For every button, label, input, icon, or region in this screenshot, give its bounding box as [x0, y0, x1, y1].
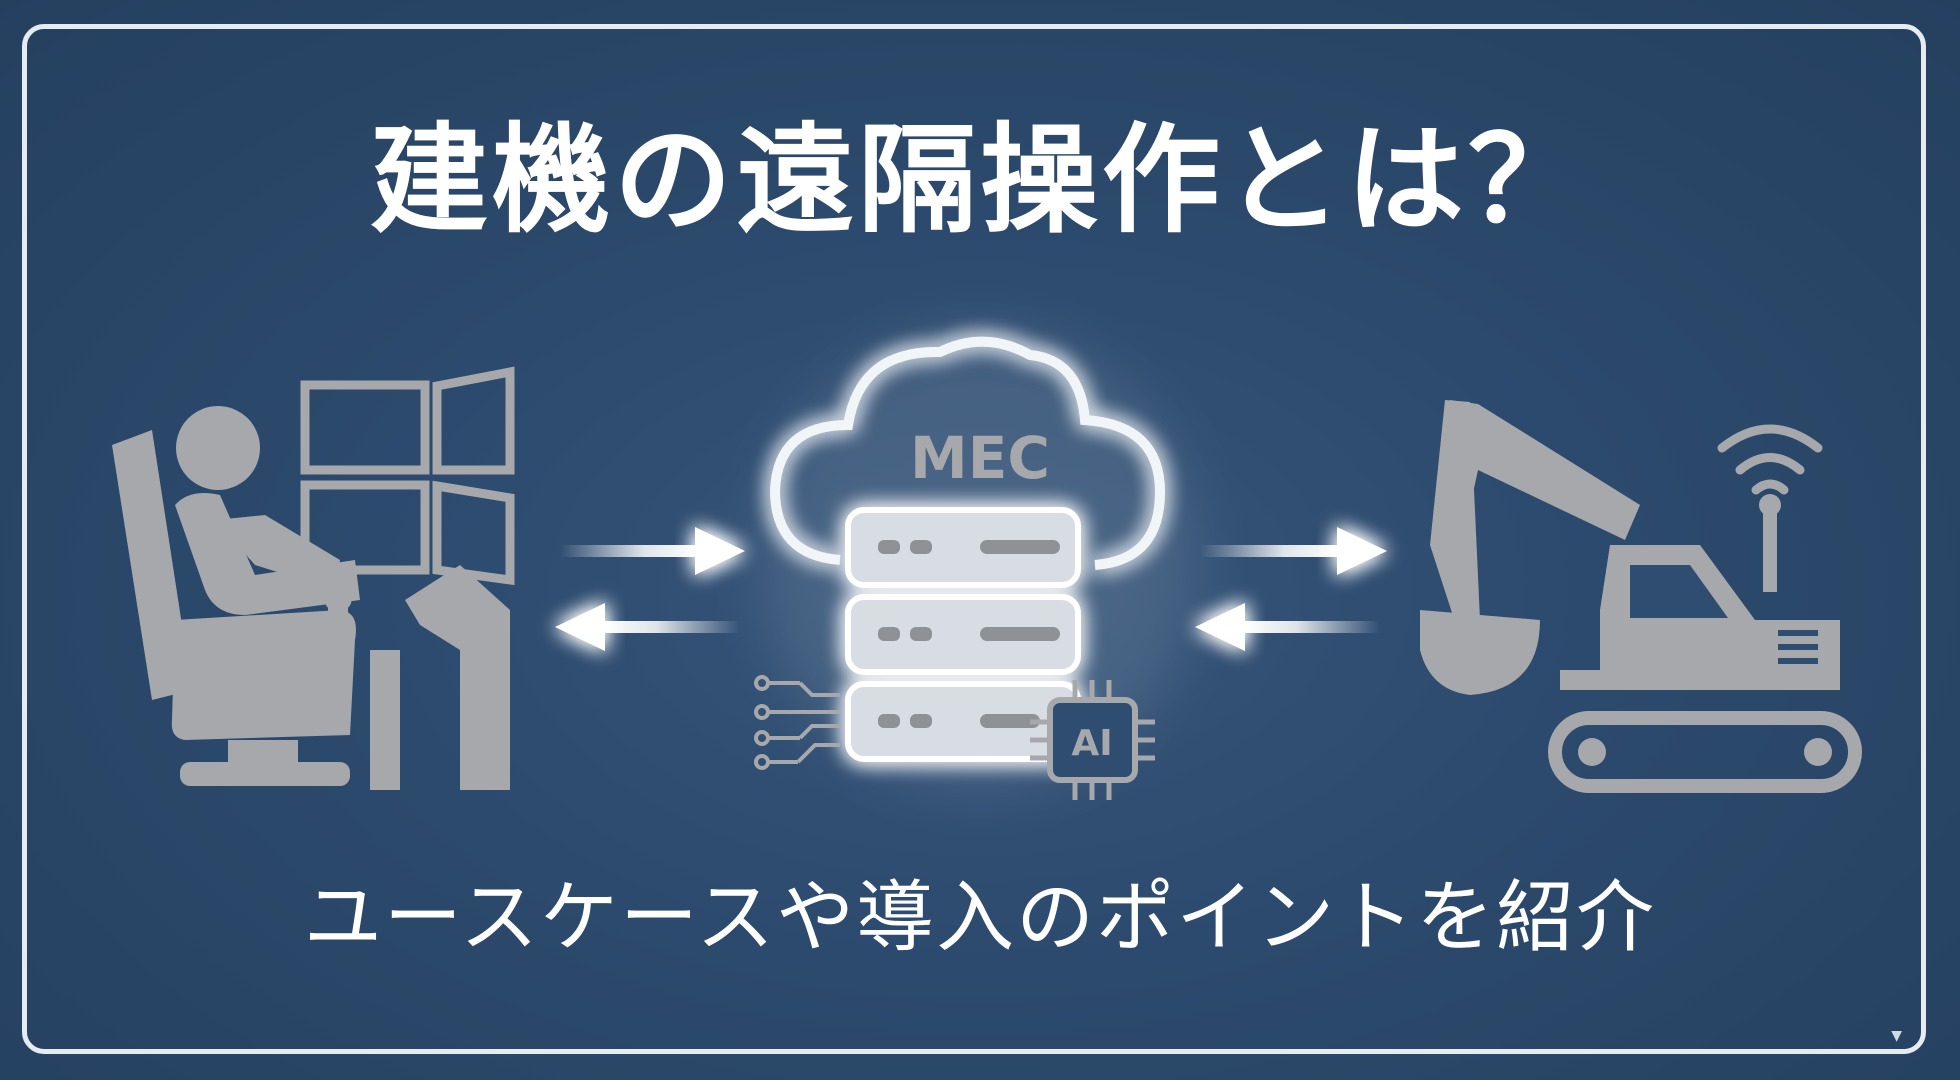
- monitor-wall-icon: [300, 366, 515, 586]
- page-subtitle: ユースケースや導入のポイントを紹介: [303, 873, 1657, 963]
- uplink-arrow-right: [1200, 527, 1387, 575]
- page-title: 建機の遠隔操作とは？: [369, 111, 1590, 249]
- banner-frame: [22, 24, 1926, 1054]
- ai-chip-label: AI: [1071, 723, 1112, 764]
- uplink-arrow-left: [560, 527, 745, 575]
- wireless-signal-icon: [1717, 424, 1823, 495]
- mec-server-cloud-icon: MEC: [754, 330, 1200, 790]
- downlink-arrow-left: [555, 603, 740, 651]
- operator-cockpit-icon: [112, 366, 515, 790]
- excavator-icon: [1420, 400, 1862, 793]
- mec-label: MEC: [910, 424, 1050, 492]
- downlink-arrow-right: [1195, 603, 1380, 651]
- ai-chip-icon: AI: [1030, 680, 1155, 800]
- circuit-traces-icon: [754, 675, 840, 770]
- corner-mark: ▼: [1891, 1028, 1902, 1044]
